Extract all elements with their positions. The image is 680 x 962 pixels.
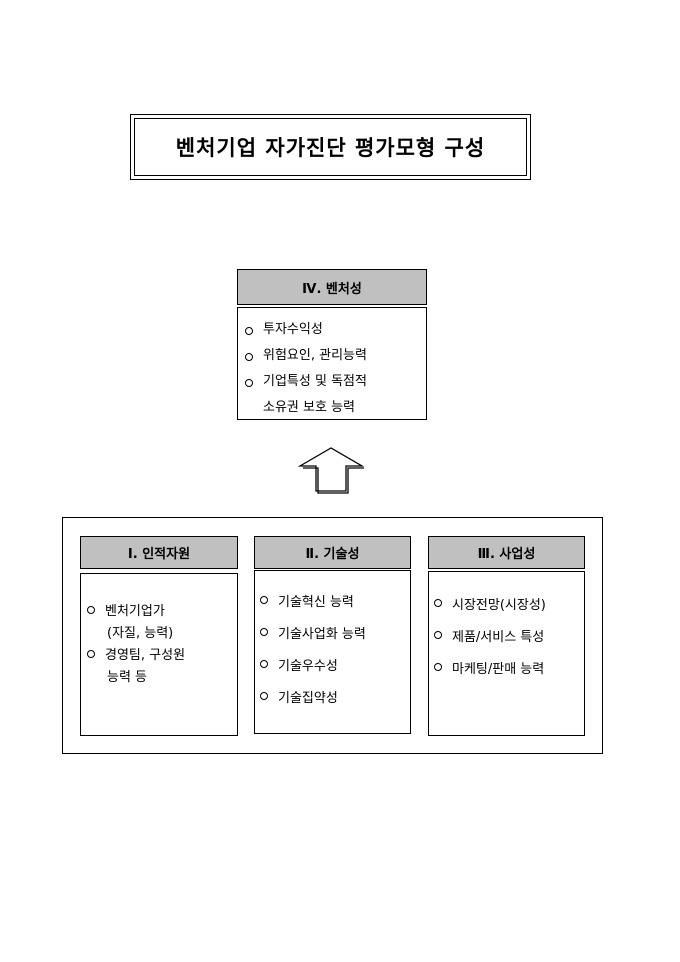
venture-item-continuation: 소유권 보호 능력 [263, 400, 355, 415]
tech-item-label: 기술우수성 [278, 659, 338, 674]
business-item: 시장전망(시장성) [434, 594, 584, 626]
tech-item: 기술집약성 [260, 687, 410, 719]
human-item-continuation: (자질, 능력) [107, 626, 174, 641]
bullet-icon [260, 596, 268, 604]
tech-item-label: 기술집약성 [278, 691, 338, 706]
bullet-icon [260, 692, 268, 700]
venture-item-label: 기업특성 및 독점적 [263, 374, 367, 389]
factors-container [62, 517, 603, 754]
bullet-icon [434, 631, 442, 639]
human-resources-header: Ⅰ. 인적자원 [80, 536, 238, 569]
business-item: 마케팅/판매 능력 [434, 658, 584, 690]
bullet-icon [245, 379, 253, 387]
tech-item: 기술혁신 능력 [260, 591, 410, 623]
human-item-continuation: 능력 등 [107, 670, 148, 685]
human-item: 경영팀, 구성원 [87, 645, 237, 667]
human-item-label: 경영팀, 구성원 [105, 648, 186, 663]
venture-header: Ⅳ. 벤처성 [237, 269, 427, 305]
venture-item: 투자수익성 [245, 317, 426, 343]
business-item-label: 시장전망(시장성) [452, 598, 546, 613]
bullet-icon [87, 606, 95, 614]
bullet-icon [245, 353, 253, 361]
tech-item-label: 기술혁신 능력 [278, 595, 354, 610]
human-resources-box: 벤처기업가 (자질, 능력) 경영팀, 구성원 능력 등 [80, 573, 238, 736]
technology-box: 기술혁신 능력 기술사업화 능력 기술우수성 기술집약성 [254, 570, 411, 734]
venture-item: 위험요인, 관리능력 [245, 343, 426, 369]
bullet-icon [434, 663, 442, 671]
human-item-label: 벤처기업가 [105, 604, 165, 619]
business-box: 시장전망(시장성) 제품/서비스 특성 마케팅/판매 능력 [428, 571, 585, 736]
tech-item: 기술우수성 [260, 655, 410, 687]
business-header: Ⅲ. 사업성 [428, 536, 585, 569]
venture-box: 투자수익성 위험요인, 관리능력 기업특성 및 독점적 소유권 보호 능력 [237, 307, 427, 420]
bullet-icon [87, 650, 95, 658]
bullet-icon [245, 327, 253, 335]
business-item-label: 마케팅/판매 능력 [452, 662, 545, 677]
venture-item-label: 투자수익성 [263, 322, 323, 337]
tech-item: 기술사업화 능력 [260, 623, 410, 655]
venture-item: 기업특성 및 독점적 [245, 369, 426, 395]
up-arrow-icon [297, 447, 365, 494]
human-item: 벤처기업가 [87, 601, 237, 623]
tech-item-label: 기술사업화 능력 [278, 627, 366, 642]
bullet-icon [260, 628, 268, 636]
business-item: 제품/서비스 특성 [434, 626, 584, 658]
technology-header: Ⅱ. 기술성 [254, 536, 411, 569]
business-item-label: 제품/서비스 특성 [452, 630, 545, 645]
bullet-icon [260, 660, 268, 668]
title-frame [130, 114, 531, 180]
venture-item-label: 위험요인, 관리능력 [263, 348, 367, 363]
page-title: 벤처기업 자가진단 평가모형 구성 [134, 118, 527, 176]
bullet-icon [434, 599, 442, 607]
